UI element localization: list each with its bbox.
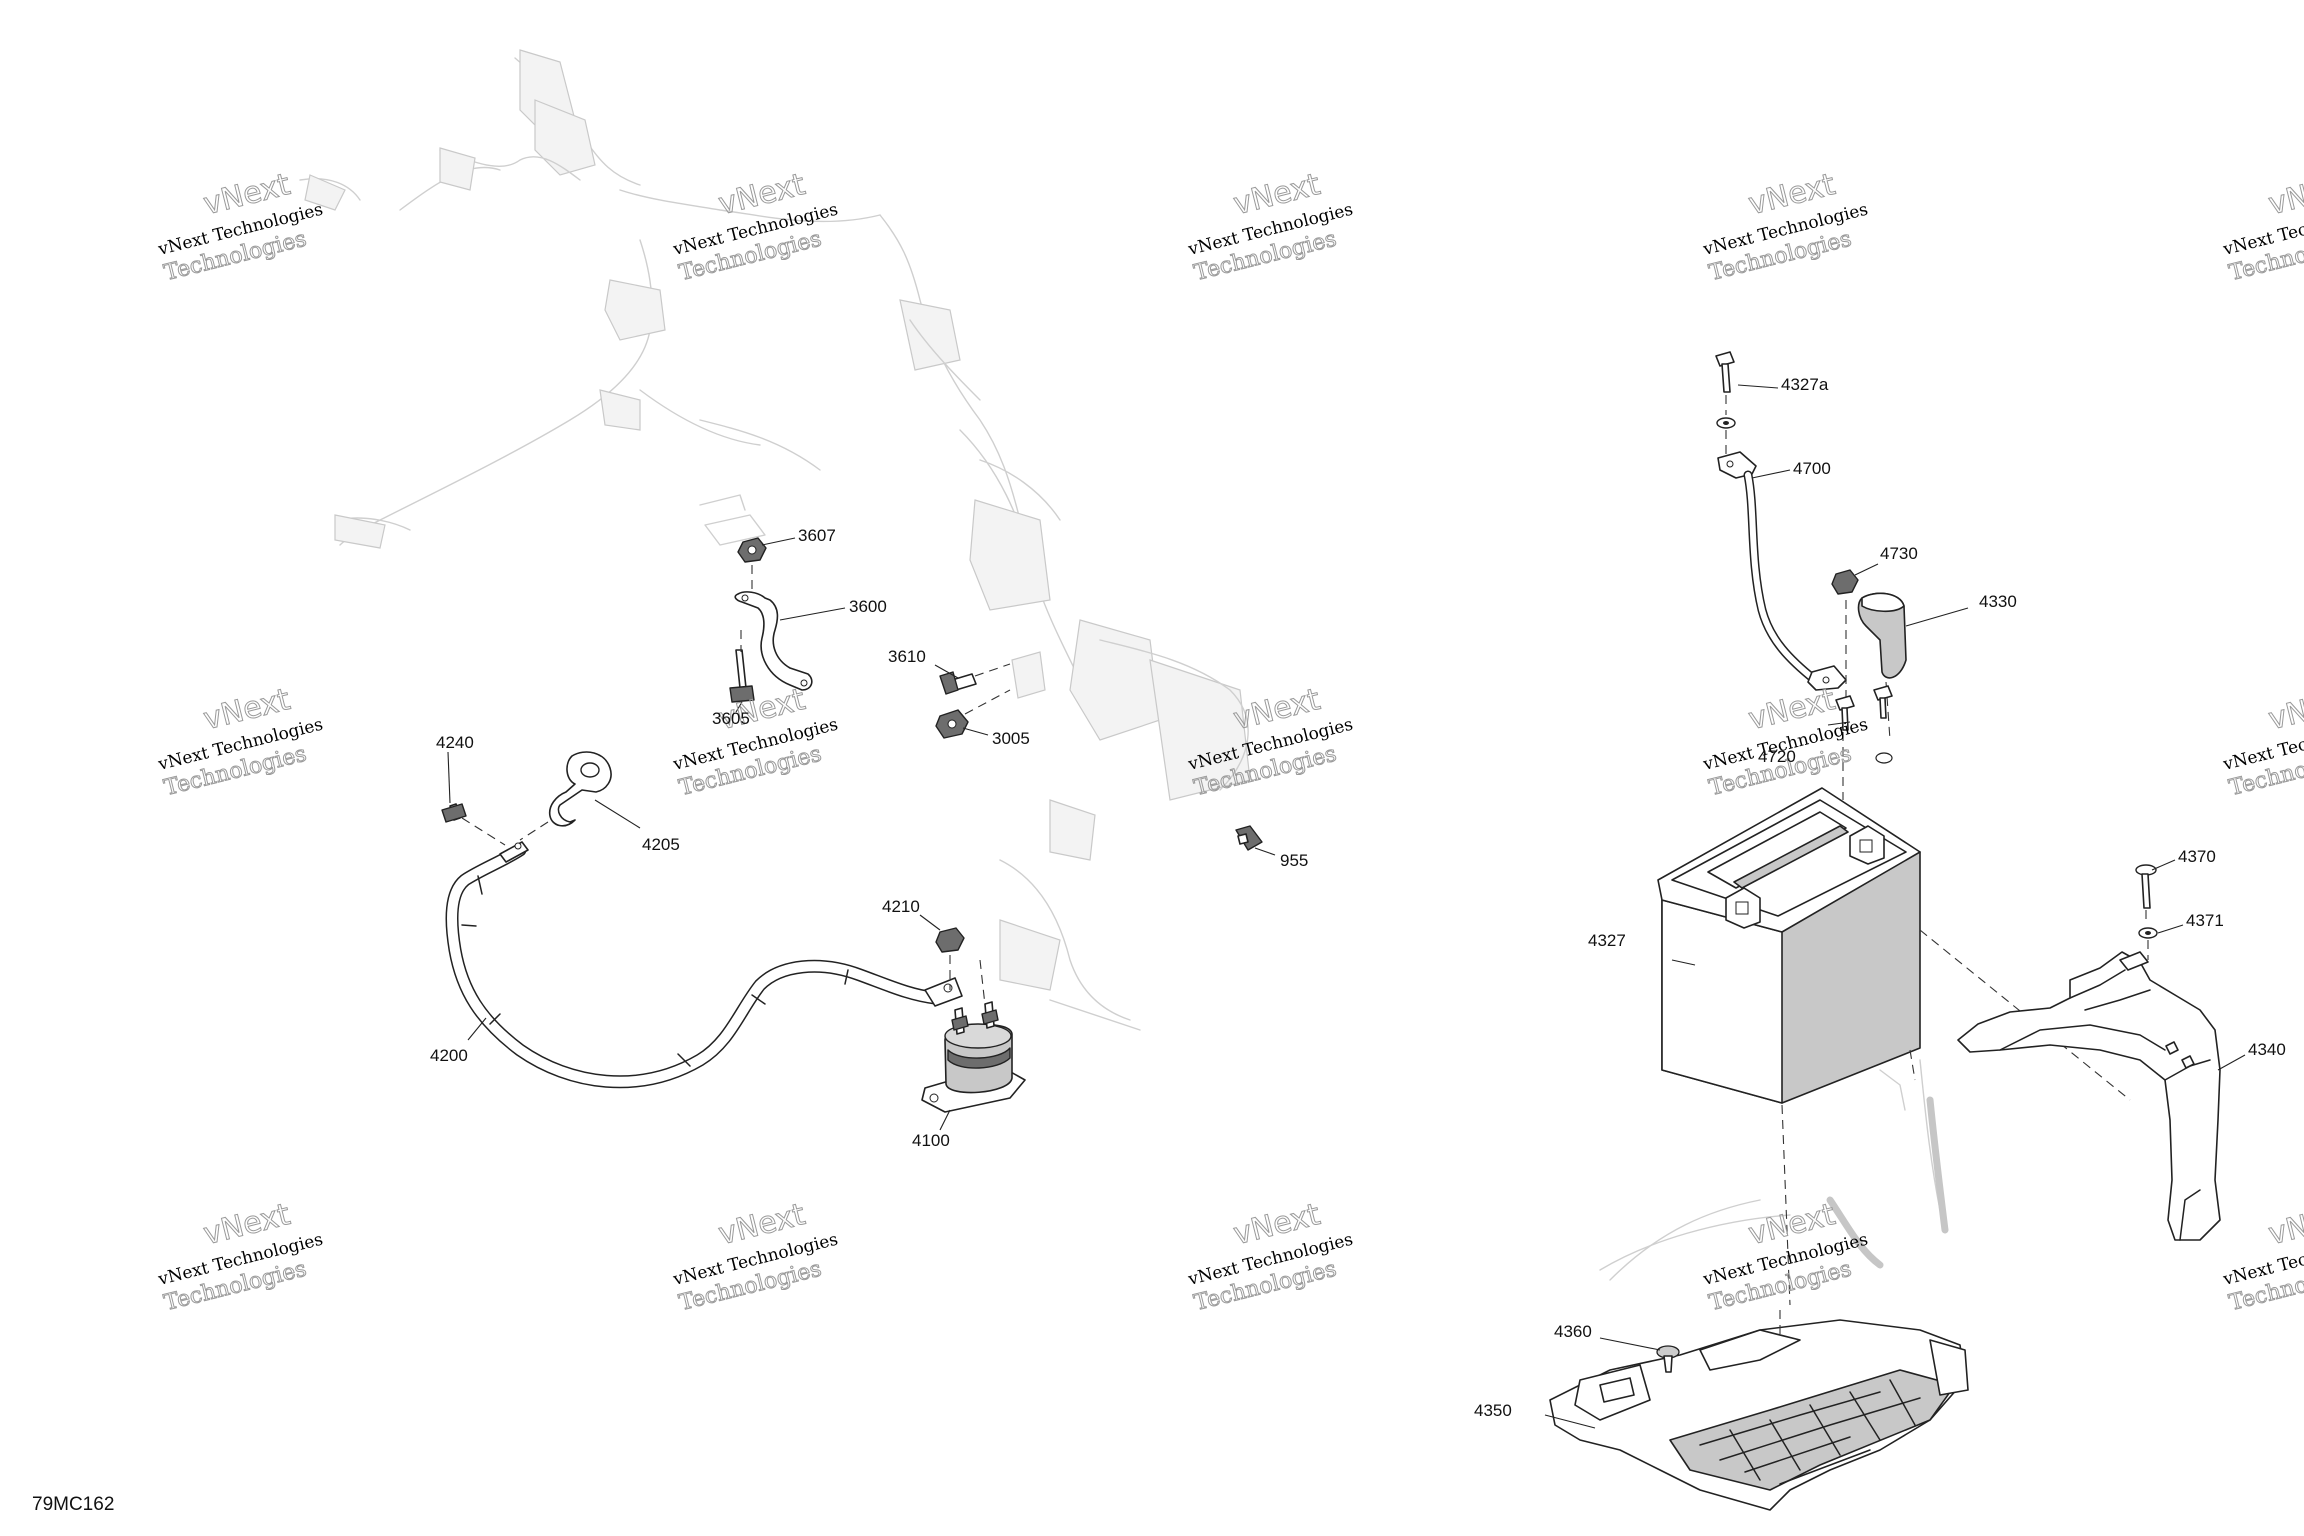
watermark: vNext vNext Technologies Technologies — [1700, 682, 1870, 802]
strap-3600 — [734, 591, 813, 691]
watermark: vNext vNext Technologies Technologies — [2220, 1197, 2304, 1317]
nut-3005 — [935, 689, 1011, 739]
screw-3610 — [939, 663, 1011, 695]
bolt-4327a — [1715, 351, 1736, 456]
label-4730: 4730 — [1880, 544, 1918, 563]
label-4700: 4700 — [1793, 459, 1831, 478]
watermark: vNext vNext Technologies Technologies — [1700, 1197, 1870, 1317]
drawing-id: 79MC162 — [32, 1494, 115, 1515]
cable-4200 — [445, 841, 963, 1089]
bolt-3605 — [729, 630, 755, 703]
battery-assembly — [1549, 351, 2221, 1511]
bolt-4720 — [1835, 685, 1893, 800]
push-rivet-4360 — [1656, 1345, 1680, 1373]
part-callouts: 3607 3600 3610 3605 3005 4240 4205 955 4… — [430, 375, 2286, 1420]
nut-4730 — [1831, 569, 1859, 700]
nut-3607 — [737, 537, 767, 563]
terminal-boot-4205 — [519, 751, 612, 841]
ghost-frame-lower — [1599, 1059, 1949, 1281]
nut-4210 — [935, 927, 986, 1006]
watermark: vNext vNext Technologies Technologies — [155, 1197, 325, 1317]
positive-cable-assembly — [441, 751, 1263, 1113]
label-4330: 4330 — [1979, 592, 2017, 611]
label-3610: 3610 — [888, 647, 926, 666]
leader-lines — [447, 384, 2246, 1429]
cable-4700 — [1717, 451, 1847, 691]
battery-tray-4350 — [1549, 1310, 1969, 1511]
label-4210: 4210 — [882, 897, 920, 916]
svg-text:vNext: vNext — [2265, 167, 2304, 222]
label-4200: 4200 — [430, 1046, 468, 1065]
watermark: vNext vNext Technologies Technologies — [670, 682, 840, 802]
label-4240: 4240 — [436, 733, 474, 752]
bolt-4240 — [441, 803, 506, 846]
label-4205: 4205 — [642, 835, 680, 854]
watermark: vNext vNext Technologies Technologies — [1185, 167, 1355, 287]
label-4100: 4100 — [912, 1131, 950, 1150]
connector-955 — [1235, 825, 1263, 851]
label-4327: 4327 — [1588, 931, 1626, 950]
watermark-grid: vNext vNext Technologies Technologies vN… — [155, 167, 2304, 1317]
solenoid-4100 — [921, 1001, 1026, 1113]
watermark: vNext vNext Technologies Technologies — [2220, 167, 2304, 287]
watermark: vNext vNext Technologies Technologies — [155, 682, 325, 802]
label-3607: 3607 — [798, 526, 836, 545]
label-3605: 3605 — [712, 709, 750, 728]
ghost-harness-assembly — [299, 49, 1251, 1031]
screw-4370 — [2135, 864, 2158, 960]
battery-4327 — [1657, 787, 2131, 1306]
svg-text:vNext: vNext — [2265, 1197, 2304, 1252]
label-955: 955 — [1280, 851, 1308, 870]
watermark: vNext vNext Technologies Technologies — [670, 1197, 840, 1317]
label-4340: 4340 — [2248, 1040, 2286, 1059]
watermark: vNext vNext Technologies Technologies — [2220, 682, 2304, 802]
label-4327a: 4327a — [1781, 375, 1829, 394]
label-4370: 4370 — [2178, 847, 2216, 866]
svg-text:vNext: vNext — [2265, 682, 2304, 737]
terminal-cover-4330 — [1857, 592, 1907, 741]
label-4360: 4360 — [1554, 1322, 1592, 1341]
label-3600: 3600 — [849, 597, 887, 616]
bracket-4340 — [1957, 951, 2221, 1241]
ground-strap-assembly — [699, 494, 1046, 739]
label-4371: 4371 — [2186, 911, 2224, 930]
watermark: vNext vNext Technologies Technologies — [1700, 167, 1870, 287]
label-4350: 4350 — [1474, 1401, 1512, 1420]
watermark: vNext vNext Technologies Technologies — [1185, 1197, 1355, 1317]
label-4720: 4720 — [1758, 747, 1796, 766]
label-3005: 3005 — [992, 729, 1030, 748]
watermark: vNext vNext Technologies Technologies — [670, 167, 840, 287]
